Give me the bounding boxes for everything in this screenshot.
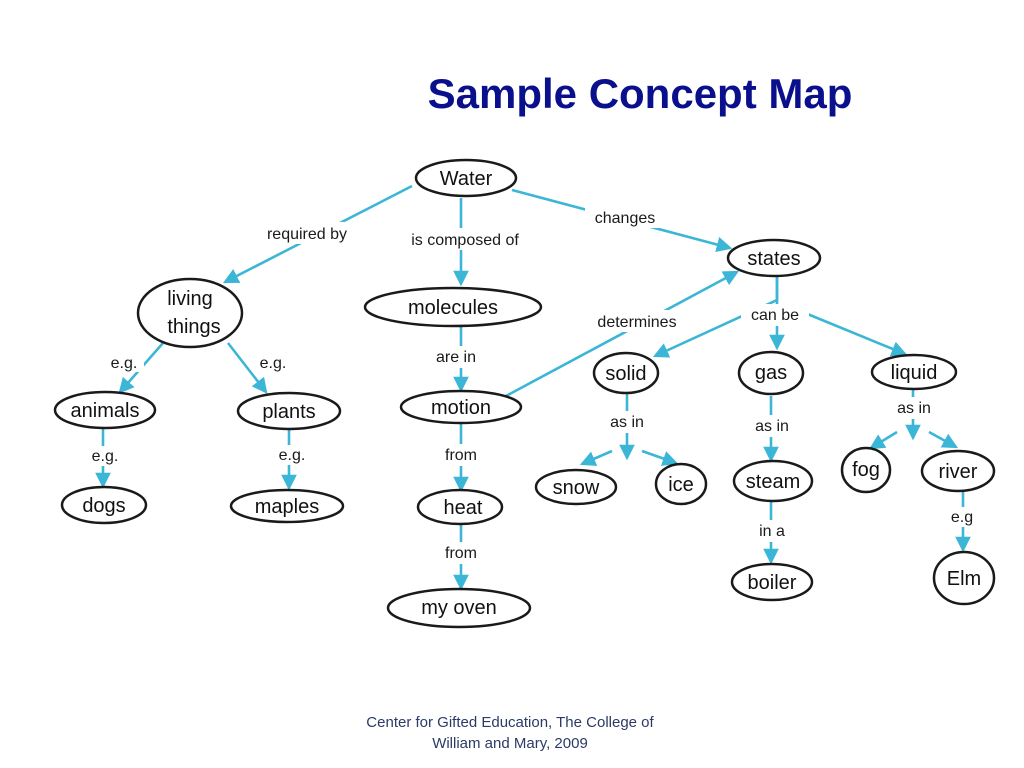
svg-text:ice: ice — [668, 474, 694, 496]
link-label-eg-plants: e.g. — [260, 355, 287, 372]
link-label-eg-dogs: e.g. — [92, 448, 119, 465]
edge-liquid-river — [928, 430, 959, 449]
link-label-eg-animals: e.g. — [111, 355, 138, 372]
node-water: Water — [414, 158, 518, 198]
node-liquid: liquid — [870, 353, 958, 391]
link-label-as-in-gas: as in — [755, 418, 789, 435]
node-molecules: molecules — [363, 286, 543, 328]
link-label-from-oven: from — [445, 545, 477, 562]
svg-text:maples: maples — [255, 496, 319, 518]
svg-text:living: living — [167, 288, 213, 310]
svg-text:steam: steam — [746, 471, 800, 493]
node-boiler: boiler — [730, 562, 814, 602]
link-label-as-in-liquid: as in — [897, 400, 931, 417]
node-elm: Elm — [932, 550, 996, 606]
link-labels: required by is composed of changes deter… — [85, 206, 980, 564]
edge-solid-ice — [641, 449, 679, 466]
svg-text:Water: Water — [440, 168, 493, 190]
node-my-oven: my oven — [386, 587, 532, 629]
link-label-is-composed-of: is composed of — [411, 232, 519, 249]
node-living-things: living things — [136, 277, 244, 349]
svg-text:molecules: molecules — [408, 297, 498, 319]
svg-text:states: states — [747, 248, 800, 270]
node-solid: solid — [592, 351, 660, 395]
node-fog: fog — [840, 446, 892, 494]
footer-credit: Center for Gifted Education, The College… — [330, 712, 690, 754]
svg-text:river: river — [939, 461, 978, 483]
svg-text:my oven: my oven — [421, 597, 497, 619]
link-label-as-in-solid: as in — [610, 414, 644, 431]
svg-text:snow: snow — [553, 477, 600, 499]
svg-text:solid: solid — [605, 363, 646, 385]
link-label-are-in: are in — [436, 349, 476, 366]
link-label-from-heat: from — [445, 447, 477, 464]
node-plants: plants — [236, 391, 342, 431]
svg-text:fog: fog — [852, 459, 880, 481]
svg-text:boiler: boiler — [748, 572, 797, 594]
page-title: Sample Concept Map — [427, 70, 853, 117]
link-label-can-be: can be — [751, 307, 799, 324]
svg-text:gas: gas — [755, 362, 787, 384]
node-snow: snow — [534, 468, 618, 506]
svg-text:dogs: dogs — [82, 495, 125, 517]
edge-liquid-fog — [869, 430, 898, 450]
svg-text:liquid: liquid — [891, 362, 938, 384]
svg-text:Elm: Elm — [947, 568, 981, 590]
svg-text:plants: plants — [262, 401, 315, 423]
node-river: river — [920, 449, 996, 493]
concept-map: required by is composed of changes deter… — [53, 158, 996, 629]
link-label-changes: changes — [595, 210, 656, 227]
svg-text:animals: animals — [71, 400, 140, 422]
node-states: states — [726, 238, 822, 278]
link-label-in-a: in a — [759, 523, 785, 540]
footer-line-1: Center for Gifted Education, The College… — [366, 714, 654, 731]
edge-living-plants — [226, 342, 268, 394]
edge-states-liquid — [804, 311, 908, 357]
edge-solid-snow — [579, 449, 613, 466]
node-ice: ice — [654, 462, 708, 506]
node-animals: animals — [53, 390, 157, 430]
svg-text:motion: motion — [431, 397, 491, 419]
link-label-eg-elm: e.g — [951, 509, 973, 526]
node-heat: heat — [416, 488, 504, 526]
node-maples: maples — [229, 488, 345, 524]
svg-text:things: things — [167, 316, 220, 338]
svg-text:heat: heat — [444, 497, 483, 519]
node-motion: motion — [399, 389, 523, 425]
node-steam: steam — [732, 459, 814, 503]
node-gas: gas — [737, 350, 805, 396]
footer-line-2: William and Mary, 2009 — [432, 735, 588, 752]
edge-motion-states — [505, 270, 740, 398]
node-dogs: dogs — [60, 485, 148, 525]
link-label-eg-maples: e.g. — [279, 447, 306, 464]
link-label-required-by: required by — [267, 226, 347, 243]
nodes: Water states living things molecules mot… — [53, 158, 996, 629]
link-label-determines: determines — [597, 314, 676, 331]
